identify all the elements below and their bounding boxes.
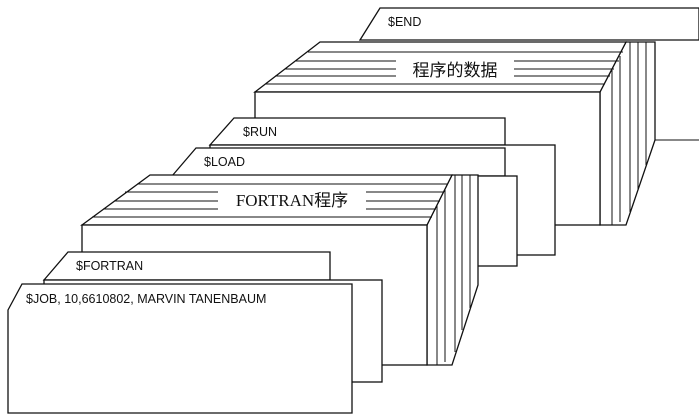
load-card-label: $LOAD <box>204 155 245 169</box>
end-card-label: $END <box>388 15 421 29</box>
run-card-label: $RUN <box>243 125 277 139</box>
data-deck-label: 程序的数据 <box>413 61 498 80</box>
end-card: $END <box>358 7 699 41</box>
job-card: $JOB, 10,6610802, MARVIN TANENBAUM <box>7 283 353 414</box>
fortran-program-label: FORTRAN程序 <box>236 191 348 210</box>
job-card-label: $JOB, 10,6610802, MARVIN TANENBAUM <box>26 292 266 306</box>
fortran-card-label: $FORTRAN <box>76 259 143 273</box>
